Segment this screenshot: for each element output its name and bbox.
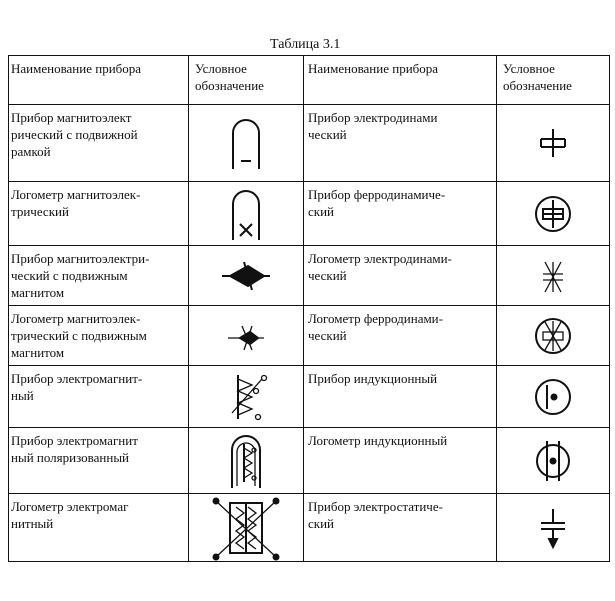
electrodynamic-icon [540,129,566,157]
header-symbol-right: Условное обозначение [496,55,610,105]
header-name-right: Наименование прибора [303,55,497,105]
table-row: Логометр магнитоэлек- трический с подвиж… [8,305,610,366]
instrument-symbols-table: Наименование прибора Условное обозначени… [8,55,610,562]
instrument-name: Прибор электростатиче- ский [303,493,497,562]
table-row: Прибор магнитоэлект рический с подвижной… [8,104,610,182]
table-caption: Таблица 3.1 [270,37,341,52]
electrostatic-icon [541,508,565,549]
polarized-electromagnetic-icon [231,434,261,488]
instrument-name: Прибор магнитоэлект рический с подвижной… [8,104,189,182]
instrument-name: Прибор электромагнит- ный [8,365,189,428]
table-row: Прибор электромагнит ный поляризованный … [8,427,610,494]
ferrodynamic-ratiometer-icon [535,317,571,354]
electrodynamic-ratiometer-icon [543,261,563,292]
instrument-name: Логометр ферродинами- ческий [303,305,497,366]
ferrodynamic-icon [535,195,571,232]
induction-ratiometer-icon [536,440,570,481]
table-row: Логометр электромаг нитный Прибор электр… [8,493,610,562]
instrument-name: Прибор электродинами ческий [303,104,497,182]
instrument-name: Прибор индукционный [303,365,497,428]
table-row: Прибор магнитоэлектри- ческий с подвижны… [8,245,610,306]
instrument-name: Прибор ферродинамиче- ский [303,181,497,246]
instrument-name: Логометр индукционный [303,427,497,494]
instrument-name: Логометр магнитоэлек- трический [8,181,189,246]
table-row: Логометр магнитоэлек- трический Прибор ф… [8,181,610,246]
magnetoelectric-moving-coil-icon [232,119,260,169]
magnetoelectric-ratiometer-icon [232,189,260,240]
table-row: Прибор электромагнит- ный Прибор индукци… [8,365,610,428]
moving-magnet-ratiometer-icon [228,325,264,350]
table-header-row: Наименование прибора Условное обозначени… [8,55,610,105]
instrument-name: Логометр магнитоэлек- трический с подвиж… [8,305,189,366]
instrument-name: Прибор электромагнит ный поляризованный [8,427,189,494]
electromagnetic-icon [231,374,268,420]
induction-icon [535,378,571,415]
instrument-name: Прибор магнитоэлектри- ческий с подвижны… [8,245,189,306]
instrument-name: Логометр электродинами- ческий [303,245,497,306]
moving-magnet-icon [222,261,270,290]
electromagnetic-ratiometer-icon [212,497,280,560]
header-symbol-left: Условное обозначение [188,55,304,105]
instrument-name: Логометр электромаг нитный [8,493,189,562]
header-name-left: Наименование прибора [8,55,189,105]
